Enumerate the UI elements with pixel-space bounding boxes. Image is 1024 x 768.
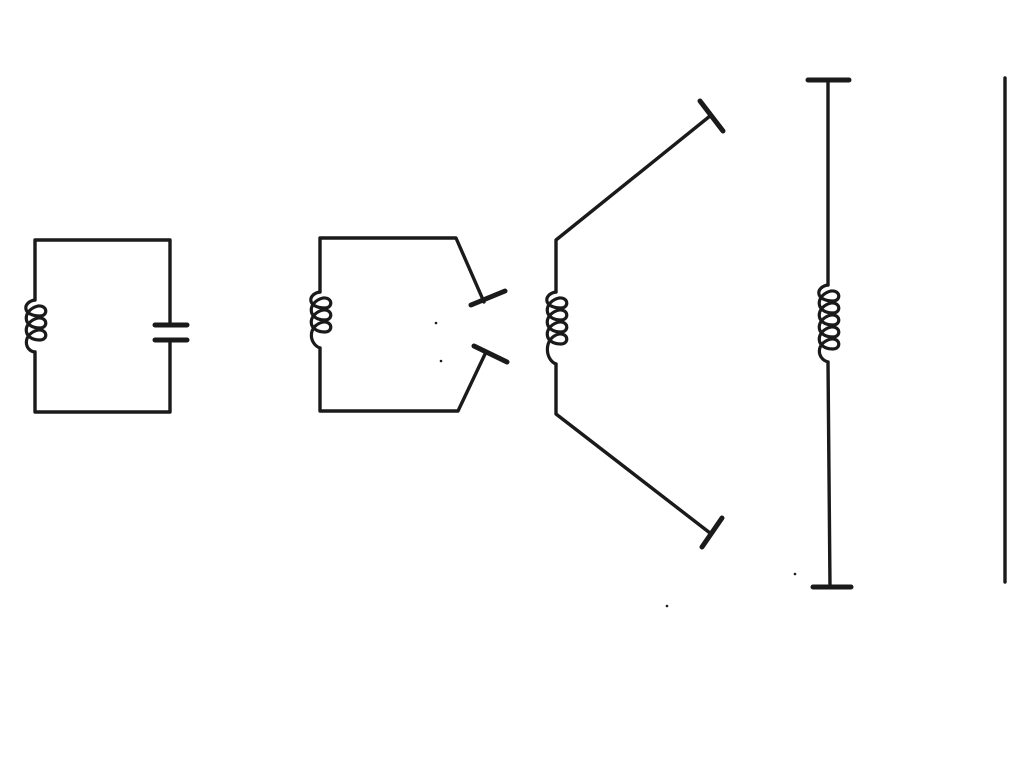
scan-specks: [434, 321, 797, 608]
inductor-coil-icon: [545, 290, 569, 366]
inductor-coil-icon: [309, 290, 333, 350]
straight-dipole-antenna: [805, 77, 854, 590]
v-dipole-end-plate-top: [697, 98, 726, 134]
v-dipole-lower-arm: [554, 362, 712, 535]
opened-circuit-wire-bottom: [318, 346, 488, 413]
spread-plate-top: [468, 288, 508, 308]
opened-circuit-wire-top: [318, 236, 486, 304]
speck: [793, 572, 797, 576]
lc-circuit-wire: [33, 238, 172, 414]
speck: [439, 359, 443, 363]
inductor-coil-icon: [817, 283, 841, 364]
speck: [665, 604, 669, 608]
spread-plate-bottom: [471, 343, 510, 365]
inductor-coil-icon: [24, 298, 48, 354]
closed-lc-circuit: [24, 238, 190, 414]
opened-capacitor-circuit: [309, 236, 510, 413]
v-dipole-end-plate-bottom: [699, 515, 725, 550]
speck: [434, 321, 438, 325]
dipole-lower-wire: [826, 360, 832, 589]
open-v-dipole: [545, 98, 726, 550]
v-dipole-upper-arm: [554, 114, 712, 294]
